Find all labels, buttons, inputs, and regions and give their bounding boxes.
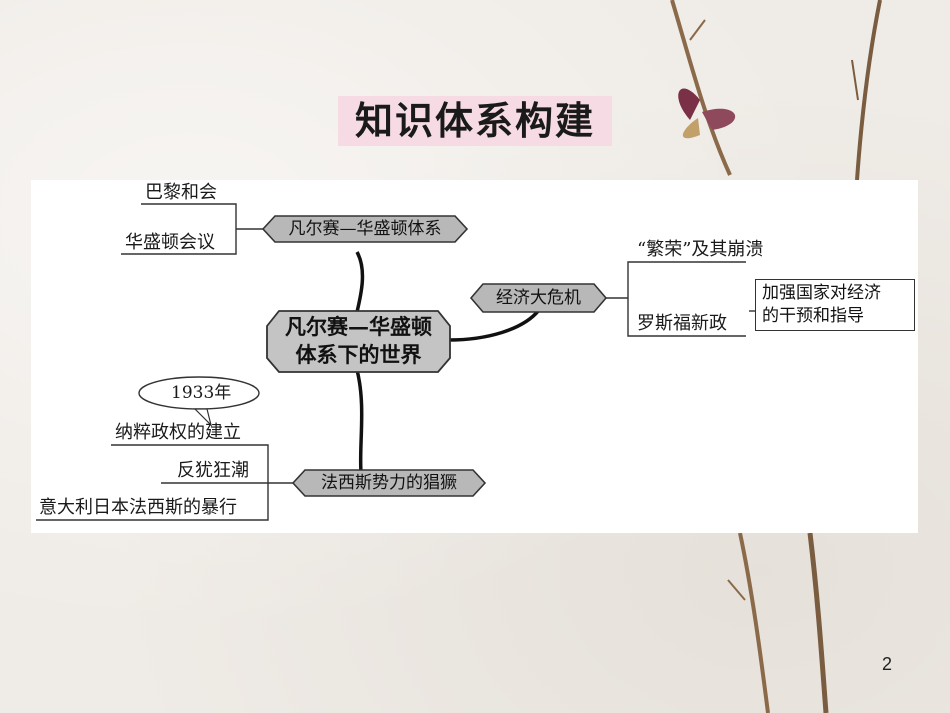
mind-map-panel: 凡尔赛—华盛顿 体系下的世界 凡尔赛—华盛顿体系 巴黎和会 华盛顿会议 经济大危… xyxy=(31,180,918,533)
item-antisemitism: 反犹狂潮 xyxy=(177,460,249,481)
node-economic-crisis: 经济大危机 xyxy=(496,288,581,308)
page-number: 2 xyxy=(881,654,892,674)
item-italy-japan-fascism: 意大利日本法西斯的暴行 xyxy=(39,497,237,518)
item-prosperity-collapse: “繁荣”及其崩溃 xyxy=(637,239,764,260)
bracket-lines xyxy=(36,203,755,521)
main-connectors xyxy=(355,251,541,473)
central-node-line2: 体系下的世界 xyxy=(295,342,422,367)
item-nazi-regime: 纳粹政权的建立 xyxy=(115,422,241,443)
mind-map-diagram xyxy=(36,203,755,521)
note-line1: 加强国家对经济 xyxy=(762,283,881,303)
node-versailles: 凡尔赛—华盛顿体系 xyxy=(288,219,442,239)
page-title: 知识体系构建 xyxy=(338,96,612,146)
node-versailles-shape xyxy=(261,215,469,243)
central-node: 凡尔赛—华盛顿 体系下的世界 xyxy=(267,313,450,369)
note-line2: 的干预和指导 xyxy=(762,306,864,326)
bubble-1933: 1933年 xyxy=(171,383,232,403)
item-paris-conference: 巴黎和会 xyxy=(145,182,217,203)
item-washington-conference: 华盛顿会议 xyxy=(125,232,215,253)
item-new-deal: 罗斯福新政 xyxy=(637,313,727,334)
node-fascism: 法西斯势力的猖獗 xyxy=(321,473,457,493)
node-fascism-shape xyxy=(291,469,487,497)
node-central-shape xyxy=(266,310,451,373)
node-crisis-shape xyxy=(469,283,608,313)
note-state-intervention: 加强国家对经济 的干预和指导 xyxy=(755,279,915,331)
butterfly-icon xyxy=(678,88,736,139)
central-node-line1: 凡尔赛—华盛顿 xyxy=(285,314,432,339)
